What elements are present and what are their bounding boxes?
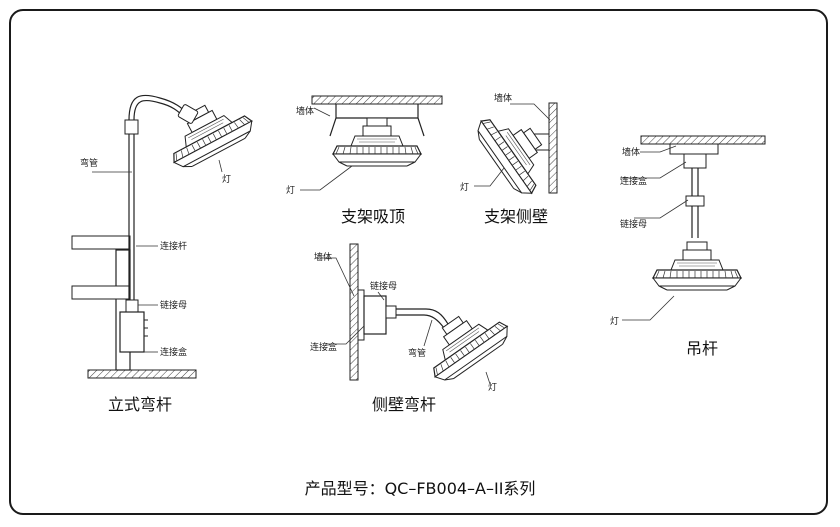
floor-pole-panel: 弯管 灯 连接杆 链接母 连接盒 立式弯杆 [71,88,259,414]
label-chain-nut: 链接母 [620,218,647,230]
label-wall: 墙体 [296,105,314,117]
ground-plate [87,369,197,379]
model-number: 产品型号：QC–FB004–A–II系列 [305,479,536,498]
label-bent-pipe: 弯管 [80,157,98,169]
lamp-graphic [413,296,515,388]
junction-box-part [683,153,707,169]
bracket-left [329,104,337,137]
bent-pipe-curve [396,308,449,325]
label-chain-nut: 链接母 [160,299,187,311]
label-junction-box: 连接盒 [160,346,187,358]
label-lamp: 灯 [222,174,231,185]
label-wall: 墙体 [314,251,332,263]
label-lamp: 灯 [610,316,619,327]
upper-clamp [71,235,131,250]
chain-nut-part [685,195,705,207]
pipe-joint [124,119,139,135]
label-wall: 墙体 [494,92,512,104]
chain-nut-part [125,299,139,313]
caption-side-wall-bent: 侧壁弯杆 [372,395,436,414]
label-lamp: 灯 [488,382,497,393]
caption-pendant-rod: 吊杆 [686,339,718,358]
ceiling-slab [311,95,443,105]
wall-plate [357,289,365,341]
caption-floor-pole: 立式弯杆 [108,395,172,414]
label-chain-nut: 链接母 [370,280,397,292]
label-junction-box: 连接盒 [310,341,337,353]
pendant-base [669,143,719,155]
label-junction-box: 连接盒 [620,175,647,187]
label-bent-pipe: 弯管 [408,347,426,359]
lamp-graphic [332,117,422,167]
junction-box-part [119,311,145,353]
label-wall: 墙体 [622,146,640,158]
wall-bracket-panel: 墙体 灯 支架侧壁 [460,92,562,226]
chain-nut-part [385,305,397,319]
bracket-right [417,104,425,137]
side-wall-bent-panel: 墙体 链接母 连接盒 弯管 灯 侧壁弯杆 [310,243,515,414]
label-lamp: 灯 [286,185,295,196]
lamp-graphic [156,88,259,174]
lamp-graphic [652,241,742,291]
pendant-ceiling [640,135,766,145]
side-wall [548,102,558,194]
label-connecting-rod: 连接杆 [160,240,187,252]
side-wall-2 [349,243,359,381]
junction-box-part [363,295,387,335]
label-lamp: 灯 [460,182,469,193]
caption-wall-bracket: 支架侧壁 [484,207,548,226]
ceiling-bracket-panel: 墙体 灯 支架吸顶 [286,95,443,226]
pendant-rod-panel: 墙体 连接盒 链接母 灯 吊杆 [610,135,766,358]
caption-ceiling-bracket: 支架吸顶 [341,207,405,226]
lower-clamp [71,285,131,300]
